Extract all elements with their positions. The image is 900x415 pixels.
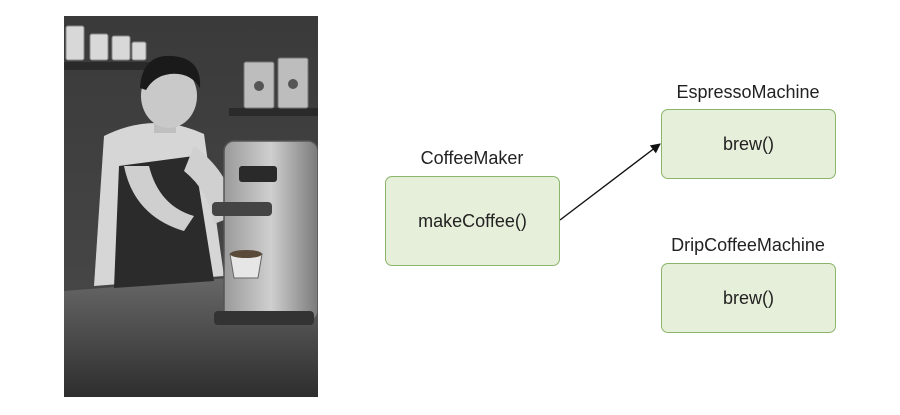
- arrow-coffeemaker-to-espressomachine: [559, 143, 661, 221]
- coffeemaker-method: makeCoffee(): [418, 210, 527, 231]
- espressomachine-method: brew(): [722, 133, 774, 154]
- espressomachine-title: EspressoMachine: [676, 82, 820, 102]
- barista-illustration: [64, 16, 318, 397]
- dripcoffeemachine-method: brew(): [722, 287, 774, 308]
- espressomachine-box: brew(): [661, 109, 836, 179]
- dripcoffeemachine-title: DripCoffeeMachine: [671, 235, 825, 255]
- dripcoffeemachine-box: brew(): [661, 263, 836, 333]
- coffeemaker-box: makeCoffee(): [385, 176, 560, 266]
- coffeemaker-title: CoffeeMaker: [420, 148, 524, 168]
